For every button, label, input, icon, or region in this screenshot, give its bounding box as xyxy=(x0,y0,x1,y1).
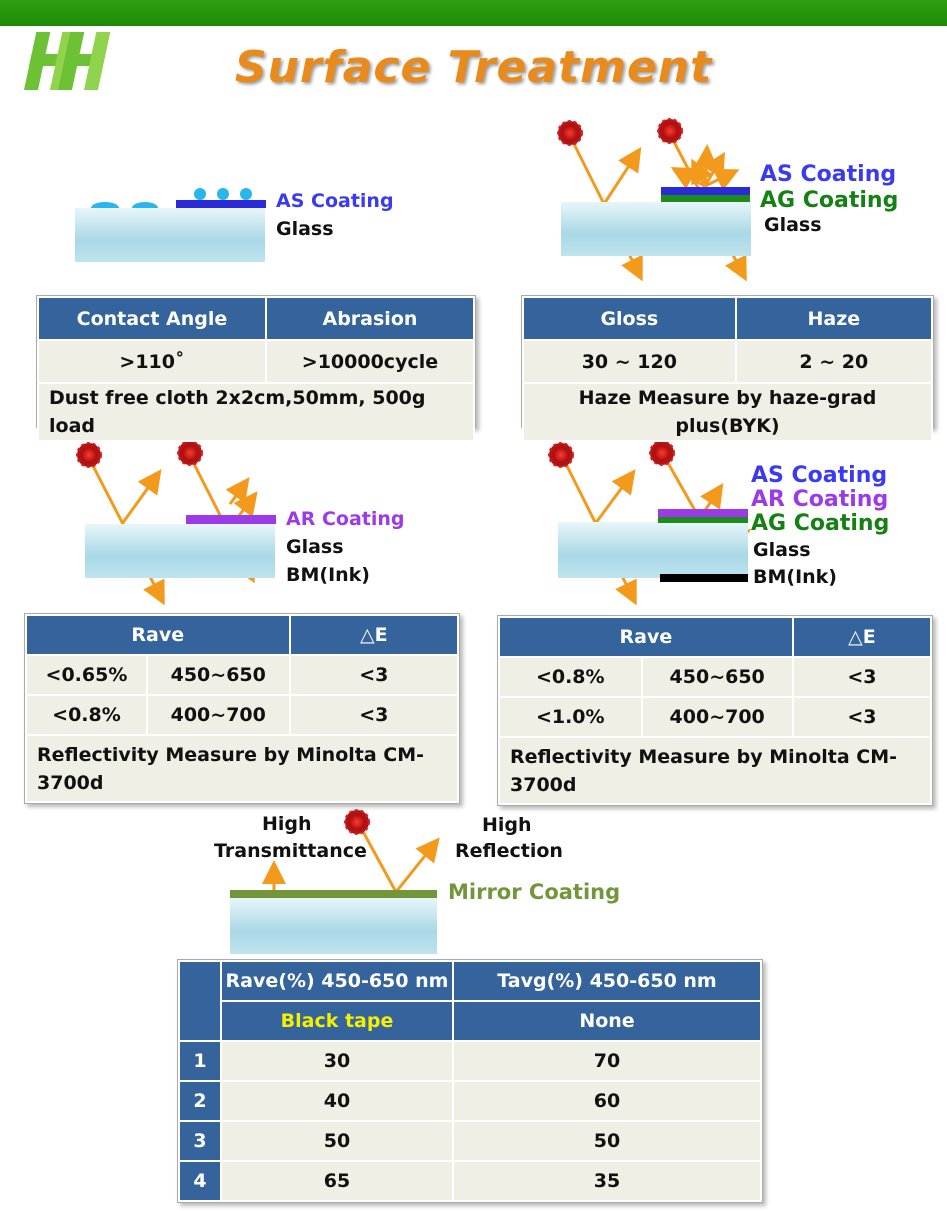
table-cell: 450~650 xyxy=(640,656,794,698)
table-header-blank xyxy=(178,960,222,1042)
table-cell: 30 ~ 120 xyxy=(522,339,737,384)
table-header: Rave xyxy=(25,614,291,656)
gloss-haze-table: Gloss Haze 30 ~ 120 2 ~ 20 Haze Measure … xyxy=(521,295,934,442)
table-cell: 2 ~ 20 xyxy=(734,339,934,384)
ag-coating-label: AG Coating xyxy=(751,511,890,536)
table-cell: 40 xyxy=(220,1080,454,1122)
table-cell: 35 xyxy=(452,1160,762,1202)
table-cell: <0.8% xyxy=(25,694,148,736)
row-index: 1 xyxy=(178,1040,222,1082)
as-coating-label: AS Coating xyxy=(276,190,394,212)
table-header: Rave(%) 450-650 nm xyxy=(220,960,454,1002)
sun-icon xyxy=(657,118,683,144)
bm-ink-label: BM(Ink) xyxy=(286,564,370,586)
table-cell: <3 xyxy=(791,656,933,698)
table-note: Reflectivity Measure by Minolta CM-3700d xyxy=(25,734,459,803)
table-header: Gloss xyxy=(522,296,737,341)
sun-icon xyxy=(177,440,203,466)
glass-label: Glass xyxy=(753,539,811,561)
glass-slab xyxy=(561,202,751,256)
mirror-coating-table: Rave(%) 450-650 nm Tavg(%) 450-650 nm Bl… xyxy=(177,959,763,1203)
company-logo xyxy=(20,24,115,99)
as-coating-layer xyxy=(661,187,750,195)
row-index: 4 xyxy=(178,1160,222,1202)
table-note: Haze Measure by haze-grad plus(BYK) xyxy=(522,382,933,442)
table-cell: 450~650 xyxy=(145,654,291,696)
table-header: Abrasion xyxy=(264,296,476,341)
table-cell: <3 xyxy=(288,654,460,696)
table-cell: >110˚ xyxy=(37,339,267,384)
ar-coating-layer xyxy=(658,509,748,517)
table-cell: <0.8% xyxy=(498,656,643,698)
table-cell: >10000cycle xyxy=(264,339,476,384)
as-coating-label: AS Coating xyxy=(751,463,888,488)
as-coating-layer xyxy=(176,200,266,208)
table-cell: 60 xyxy=(452,1080,762,1122)
as-ar-ag-reflectivity-table: Rave △E <0.8% 450~650 <3 <1.0% 400~700 <… xyxy=(497,615,933,806)
ar-coating-label: AR Coating xyxy=(751,487,889,512)
table-subheader: Black tape xyxy=(220,1000,454,1042)
ar-coating-label: AR Coating xyxy=(286,508,405,530)
row-index: 3 xyxy=(178,1120,222,1162)
high-reflection-label-line2: Reflection xyxy=(455,840,563,862)
table-header: Contact Angle xyxy=(37,296,267,341)
glass-slab xyxy=(230,898,437,954)
table-cell: 50 xyxy=(220,1120,454,1162)
table-header: Rave xyxy=(498,616,794,658)
bm-ink-layer xyxy=(660,574,748,582)
bm-ink-label: BM(Ink) xyxy=(753,566,837,588)
table-cell: <3 xyxy=(288,694,460,736)
ar-reflectivity-table: Rave △E <0.65% 450~650 <3 <0.8% 400~700 … xyxy=(24,613,460,804)
table-cell: 65 xyxy=(220,1160,454,1202)
high-transmittance-label-line1: High xyxy=(262,813,312,835)
high-transmittance-label-line2: Transmittance xyxy=(214,840,367,862)
mirror-coating-layer xyxy=(230,890,437,898)
ar-coating-layer xyxy=(186,515,276,524)
table-cell: <0.65% xyxy=(25,654,148,696)
sun-icon xyxy=(557,120,583,146)
table-cell: 400~700 xyxy=(640,696,794,738)
table-header: Tavg(%) 450-650 nm xyxy=(452,960,762,1002)
mirror-coating-label: Mirror Coating xyxy=(448,880,621,904)
glass-label: Glass xyxy=(764,214,822,236)
ag-coating-layer xyxy=(658,517,748,523)
sun-icon xyxy=(344,809,370,835)
table-cell: 30 xyxy=(220,1040,454,1082)
glass-slab xyxy=(75,208,265,262)
high-reflection-label-line1: High xyxy=(482,814,532,836)
sun-icon xyxy=(76,442,102,468)
table-header: △E xyxy=(288,614,460,656)
table-note: Reflectivity Measure by Minolta CM-3700d xyxy=(498,736,932,805)
row-index: 2 xyxy=(178,1080,222,1122)
table-header: Haze xyxy=(734,296,934,341)
page-title: Surface Treatment xyxy=(234,42,713,93)
table-note: Dust free cloth 2x2cm,50mm, 500g load xyxy=(37,382,475,442)
header-bar xyxy=(0,0,947,26)
sun-icon xyxy=(649,440,675,466)
ag-coating-label: AG Coating xyxy=(760,188,899,213)
glass-slab xyxy=(558,522,748,578)
table-subheader: None xyxy=(452,1000,762,1042)
table-cell: <3 xyxy=(791,696,933,738)
sun-icon xyxy=(548,442,574,468)
table-cell: 70 xyxy=(452,1040,762,1082)
glass-label: Glass xyxy=(286,536,344,558)
table-cell: <1.0% xyxy=(498,696,643,738)
as-coating-label: AS Coating xyxy=(760,162,897,187)
glass-label: Glass xyxy=(276,218,334,240)
table-cell: 50 xyxy=(452,1120,762,1162)
table-header: △E xyxy=(791,616,933,658)
glass-slab xyxy=(85,524,275,578)
ag-coating-layer xyxy=(661,195,750,202)
contact-angle-table: Contact Angle Abrasion >110˚ >10000cycle… xyxy=(36,295,476,442)
table-cell: 400~700 xyxy=(145,694,291,736)
